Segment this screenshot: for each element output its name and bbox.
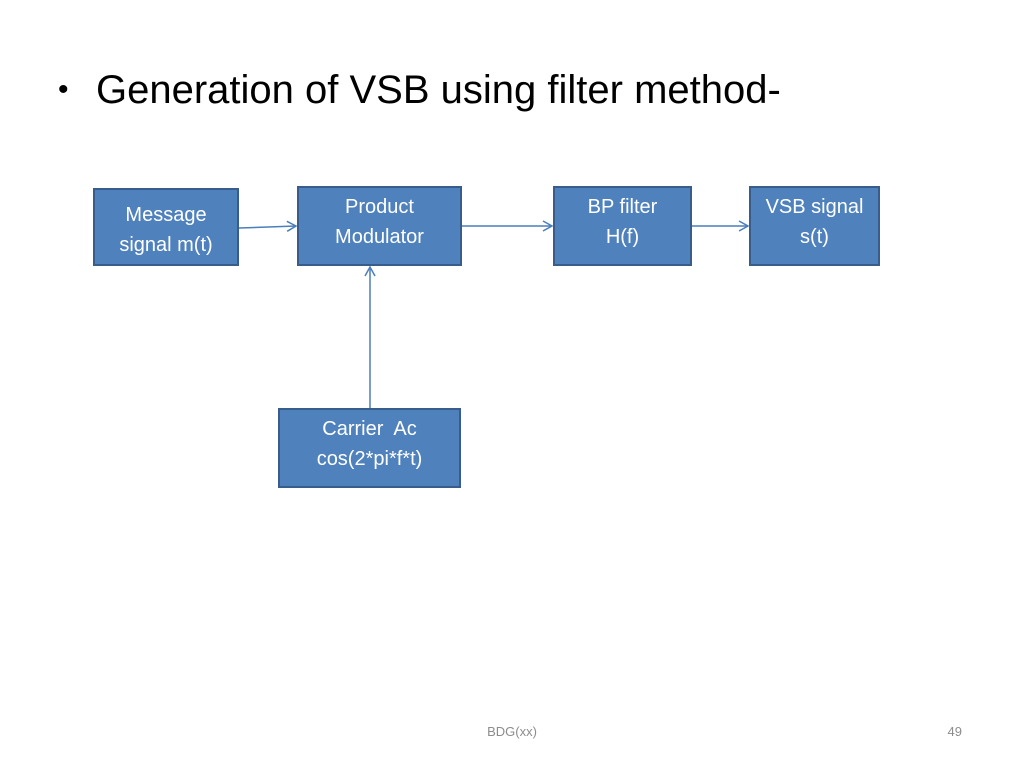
vsb-signal-label-line1: VSB signal [765, 196, 864, 218]
page-number: 49 [947, 724, 962, 739]
carrier-label-line1: Carrier Ac [322, 418, 417, 440]
vsb-signal-label-line2: s(t) [800, 226, 829, 248]
bullet-item: • Generation of VSB using filter method- [58, 68, 781, 112]
slide-title: Generation of VSB using filter method- [96, 68, 781, 112]
carrier-label-line2: cos(2*pi*f*t) [316, 448, 423, 470]
message-signal-label-line1: Message [125, 204, 207, 226]
bp-filter-label-line1: BP filter [587, 196, 658, 218]
bp-filter-label-line2: H(f) [605, 226, 640, 248]
carrier-block: Carrier Ac cos(2*pi*f*t) [278, 408, 461, 488]
footer-text: BDG(xx) [487, 724, 537, 739]
message-signal-label-line2: signal m(t) [119, 234, 213, 256]
product-modulator-block: Product Modulator [297, 186, 462, 266]
bp-filter-block: BP filter H(f) [553, 186, 692, 266]
product-modulator-label-line2: Modulator [335, 226, 424, 248]
product-modulator-label-line1: Product [345, 196, 414, 218]
arrow-message-to-product [238, 220, 298, 232]
message-signal-block: Message signal m(t) [93, 188, 239, 266]
bullet-point: • [58, 73, 69, 106]
vsb-signal-block: VSB signal s(t) [749, 186, 880, 266]
